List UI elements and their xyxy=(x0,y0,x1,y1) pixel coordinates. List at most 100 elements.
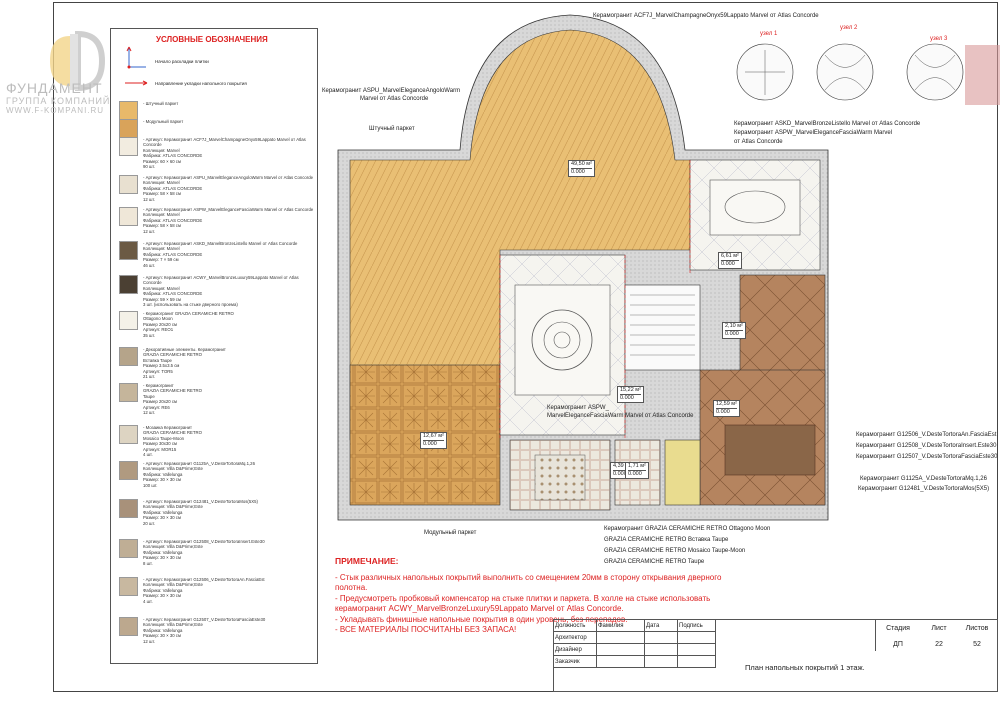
logo-name: ФУНДАМЕНТ xyxy=(6,80,103,96)
note-line: - Укладывать финишные напольные покрытия… xyxy=(335,614,628,624)
legend-item-text: - Декоративные элементы. Керамогранит GR… xyxy=(143,347,226,380)
label-g12508: Керамогранит G12508_V.DesteTortoraInsert… xyxy=(856,443,997,449)
legend-swatch xyxy=(119,175,138,194)
stamp-stage-label: Стадия xyxy=(886,625,910,632)
legend-title: УСЛОВНЫЕ ОБОЗНАЧЕНИЯ xyxy=(156,35,268,44)
label-aspw-2: от Atlas Concorde xyxy=(734,139,783,145)
room-area-value: 12,67 м² xyxy=(423,433,444,439)
drawing-sheet-frame xyxy=(53,2,998,692)
room-area-value: 12,59 м² xyxy=(716,401,737,407)
legend-swatch xyxy=(119,461,138,480)
notes-title: ПРИМЕЧАНИЕ: xyxy=(335,556,399,566)
legend-swatch xyxy=(119,577,138,596)
legend-item-text: - Артикул: Керамогранит ACF7J_MarvelCham… xyxy=(143,137,306,170)
legend-direction-arrows-icon xyxy=(125,46,148,86)
room-level-value: 0.000 xyxy=(721,260,739,268)
room-level-value: 0.000 xyxy=(628,470,646,478)
label-aspv-2: MarvelEleganceFasciaWarm Marvel от Atlas… xyxy=(547,413,694,419)
legend-item-text: - Артикул: Керамогранит ACWY_MarvelBronz… xyxy=(143,275,299,308)
legend-swatch xyxy=(119,207,138,226)
legend-swatch xyxy=(119,425,138,444)
room-level-value: 0.000 xyxy=(423,440,444,448)
legend-swatch xyxy=(119,137,138,156)
label-g12507: Керамогранит G12507_V.DesteTortoraFascia… xyxy=(856,454,998,460)
legend-swatch xyxy=(119,241,138,260)
floor-plan xyxy=(337,14,829,521)
legend-direction-label: Направление укладки напольного покрытия xyxy=(155,81,247,86)
logo-mark-icon xyxy=(50,30,106,92)
room-area-value: 6,61 м² xyxy=(721,253,739,259)
legend-item-text: - Артикул: Керамогранит G1125A_V.DesteTo… xyxy=(143,461,255,488)
stamp-sheets: 52 xyxy=(973,641,981,648)
label-aspv: Керамогранит ASPW_ xyxy=(547,405,609,411)
legend-item-text: - Артикул: Керамогранит ASPW_MarvelElega… xyxy=(143,207,314,234)
room-level-value: 0.000 xyxy=(725,330,743,338)
node-2-label: узел 2 xyxy=(840,25,858,31)
room-level-value: 0.000 xyxy=(613,470,631,478)
note-line: - Предусмотреть пробковый компенсатор на… xyxy=(335,593,711,614)
node-3-label: узел 3 xyxy=(930,36,948,42)
label-g12481: Керамогранит G12481_V.DesteTortoraMos(5X… xyxy=(858,486,990,492)
node-details xyxy=(736,43,1000,105)
legend-item-text: - Артикул: Керамогранит G12506_V.DesteTo… xyxy=(143,577,265,604)
stamp-title: План напольных покрытий 1 этаж. xyxy=(745,663,865,672)
legend-item-text: - Керамогранит GRAZIA CERAMICHE RETRO Ot… xyxy=(143,311,234,338)
legend-swatch xyxy=(119,101,138,120)
room-level-value: 0.000 xyxy=(571,168,592,176)
label-grazia-4: GRAZIA CERAMICHE RETRO Taupe xyxy=(604,559,705,565)
legend-item-text: - Артикул: Керамогранит G12481_V.DesteTo… xyxy=(143,499,258,526)
notes-block: ПРИМЕЧАНИЕ: - Стык различных напольных п… xyxy=(335,556,755,636)
legend-start-label: Начало раскладки плитки xyxy=(155,59,209,64)
label-modular: Модульный паркет xyxy=(424,530,477,536)
label-aspw: Керамогранит ASPW_MarvelEleganceFasciaWa… xyxy=(734,130,893,136)
legend-swatch xyxy=(119,311,138,330)
legend-item-text: - Артикул: Керамогранит ASPU_MarvelElega… xyxy=(143,175,314,202)
stamp-sheet: 22 xyxy=(935,641,943,648)
room-area-value: 1,71 м² xyxy=(628,463,646,469)
label-g12506: Керамогранит G12506_V.DesteTortoraAn.Fas… xyxy=(856,432,997,438)
room-area-value: 2,10 м² xyxy=(725,323,743,329)
logo-watermark: WWW.F-KOMPANI.RU xyxy=(6,106,105,115)
stamp-frame xyxy=(553,619,998,692)
stamp-stage: ДП xyxy=(893,641,903,648)
label-grazia-1: Керамогранит GRAZIA CERAMICHE RETRO Otta… xyxy=(604,526,771,532)
legend-swatch xyxy=(119,499,138,518)
room-area-value: 4,39 м² xyxy=(613,463,631,469)
stamp-sheets-label: Листов xyxy=(965,625,989,632)
legend-swatch xyxy=(119,617,138,636)
label-grazia-2: GRAZIA CERAMICHE RETRO Вставка Taupe xyxy=(604,537,729,543)
room-level-value: 0.000 xyxy=(716,408,737,416)
legend-item-text: - Артикул: Керамогранит G12508_V.DesteTo… xyxy=(143,539,265,566)
legend-swatch xyxy=(119,275,138,294)
legend-panel: УСЛОВНЫЕ ОБОЗНАЧЕНИЯ Начало раскладки пл… xyxy=(110,28,318,664)
stamp-sheet-label: Лист xyxy=(931,625,947,632)
stamp-sheet-box: Стадия Лист Листов ДП 22 52 xyxy=(875,619,998,651)
label-aspu-2: Marvel от Atlas Concorde xyxy=(360,96,429,102)
stamp-signatures-table: Должность Фамилия Дата Подпись Архитекто… xyxy=(553,619,716,668)
label-askd: Керамогранит ASKD_MarvelBronzeListello M… xyxy=(734,121,921,127)
label-aspu: Керамогранит ASPU_MarvelEleganceAngoloWa… xyxy=(322,88,461,94)
legend-swatch xyxy=(119,383,138,402)
note-line: - ВСЕ МАТЕРИАЛЫ ПОСЧИТАНЫ БЕЗ ЗАПАСА! xyxy=(335,625,517,634)
label-parquet: Штучный паркет xyxy=(369,126,415,132)
legend-item-text: - Артикул: Керамогранит ASKD_MarvelBronz… xyxy=(143,241,298,268)
logo-subtitle: ГРУППА КОМПАНИЙ xyxy=(6,96,111,106)
legend-item-text: - Артикул: Керамогранит G12507_V.DesteTo… xyxy=(143,617,266,644)
room-level-value: 0.000 xyxy=(620,394,641,402)
label-grazia-3: GRAZIA CERAMICHE RETRO Mosaico Taupe-Moo… xyxy=(604,548,746,554)
label-top-ceramic: Керамогранит ACF7J_MarvelChampagneOnyx59… xyxy=(593,13,819,19)
legend-swatch xyxy=(119,347,138,366)
legend-item-text: - Мозаика Керамогранит GRAZIA CERAMICHE … xyxy=(143,425,202,458)
legend-item-text: - Керамогранит GRAZIA CERAMICHE RETRO Ta… xyxy=(143,383,202,416)
legend-item-text: - Штучный паркет xyxy=(143,101,179,106)
node-1-label: узел 1 xyxy=(760,31,778,37)
legend-swatch xyxy=(119,539,138,558)
room-area-value: 15,22 м² xyxy=(620,387,641,393)
